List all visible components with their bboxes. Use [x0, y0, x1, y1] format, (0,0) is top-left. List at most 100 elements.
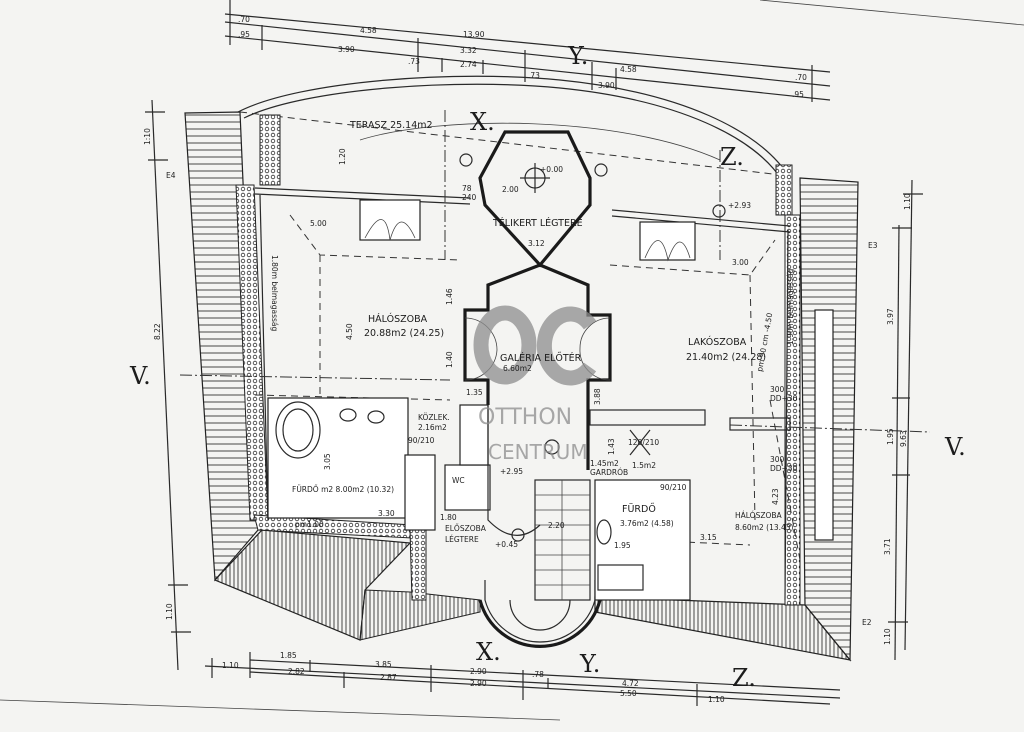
room-bath-1: FÜRDŐ m2 8.00m2 (10.32)	[292, 485, 394, 494]
door-label: 120/210	[628, 438, 659, 447]
wall-right	[784, 214, 801, 606]
room-winter-garden: TÉLIKERT LÉGTERE	[492, 217, 583, 229]
dim: 1.95	[614, 541, 631, 550]
dim: 2.74	[460, 60, 477, 69]
dim: 1.10	[883, 628, 892, 645]
room-wardrobe-name: GARDRÓB	[590, 468, 628, 477]
watermark-logo: OTTHON CENTRUM	[473, 305, 597, 464]
window-label: DD+30	[770, 464, 798, 473]
room-hall-sub: LÉGTERE	[445, 535, 479, 544]
dim: 1.40	[445, 351, 454, 368]
level-marker	[712, 204, 726, 218]
watermark-line2: CENTRUM	[488, 440, 588, 464]
dim: 2.20	[548, 521, 565, 530]
room-wardrobe-area: 1.45m2	[590, 459, 619, 468]
right-dimensions: 1.10 3.97 1.95 9.63 3.71 1.10 E3 E2	[862, 179, 923, 661]
staircase	[478, 479, 602, 648]
room-wardrobe-area-2: 1.5m2	[632, 461, 656, 470]
dim: 3.97	[886, 308, 895, 325]
tile-note: pm1.00	[295, 520, 324, 529]
section-marker-v-left: V.	[129, 362, 151, 390]
dim: 3.00	[732, 258, 749, 267]
room-living-area: 21.40m2 (24.28)	[686, 352, 766, 363]
sink-icon	[339, 408, 357, 422]
dim: .95	[238, 30, 250, 39]
dim: 1.80	[440, 513, 457, 522]
door-label: 90/210	[408, 436, 435, 445]
window-label: 300	[770, 385, 785, 394]
section-marker-v-right: V.	[944, 433, 966, 461]
dim: 2.00	[502, 185, 519, 194]
level-marker	[511, 528, 525, 542]
dim: 2.90	[470, 679, 487, 688]
dim: 1.95	[886, 428, 895, 445]
dim: .70	[795, 73, 807, 82]
window-label: 300	[770, 455, 785, 464]
watermark-logo-o	[473, 305, 537, 385]
level: +0.45	[495, 540, 518, 549]
room-bedroom-2-name: HÁLÓSZOBA	[735, 511, 783, 520]
room-corridor-area: 2.16m2	[418, 423, 447, 432]
dim: 4.50	[345, 323, 354, 340]
dim: 1.35	[466, 388, 483, 397]
section-marker-y: Y.	[567, 42, 588, 70]
grid-mark: E2	[862, 618, 872, 627]
roof-bottom-right	[594, 596, 852, 661]
dim: 3.12	[528, 239, 545, 248]
dim: 5.50	[620, 689, 637, 698]
terrace-outline	[237, 75, 791, 179]
dim: 2.90	[470, 667, 487, 676]
sink-icon	[596, 519, 612, 545]
bathtub-icon	[275, 401, 321, 459]
roof-bottom-mid	[359, 589, 481, 641]
section-marker-z-bottom: Z.	[732, 664, 756, 692]
level: +2.95	[500, 467, 523, 476]
sink-icon	[367, 410, 385, 424]
paper-edge	[0, 699, 561, 721]
room-corridor-name: KÖZLEK.	[418, 413, 450, 422]
dim: 3.30	[378, 509, 395, 518]
wc-room	[404, 454, 436, 531]
room-terrace: TERASZ 25.14m2	[349, 120, 433, 131]
room-bedroom-1-area: 20.88m2 (24.25)	[364, 328, 444, 339]
gallery-wall-right	[539, 263, 612, 470]
wall-chimney-left	[259, 114, 281, 186]
shower-icon	[597, 564, 644, 591]
dim: 3.05	[323, 453, 332, 470]
dim: 3.32	[460, 46, 477, 55]
dim: 240	[462, 193, 477, 202]
section-marker-z: Z.	[720, 143, 744, 171]
bathroom-1	[267, 397, 409, 519]
dim: 3.85	[375, 660, 392, 669]
dim: .73	[408, 57, 420, 66]
dim: 3.90	[598, 81, 615, 90]
dim-total: 13.90	[463, 30, 485, 39]
room-hall-name: ELŐSZOBA	[445, 524, 487, 533]
wc-room-2	[444, 464, 491, 511]
dim: .73	[528, 71, 540, 80]
section-marker-x: X.	[470, 108, 495, 136]
height-note-left: 1.80m belmagasság	[270, 255, 279, 332]
dim: .95	[792, 90, 804, 99]
height-note-right: 1.90m belmagasság	[786, 268, 795, 345]
section-marker-x-bottom: X.	[476, 638, 501, 666]
watermark-line1: OTTHON	[478, 405, 572, 430]
dim: 8.22	[153, 323, 162, 340]
window-bay	[639, 221, 696, 261]
level-marker	[544, 439, 560, 455]
room-bath-2-name: FÜRDŐ	[622, 504, 656, 515]
dim: 4.72	[622, 679, 639, 688]
dim: 2.82	[288, 667, 305, 676]
room-wc: WC	[452, 476, 465, 485]
window-right	[814, 309, 834, 541]
kitchen-counter	[589, 409, 706, 426]
dim: 1.10	[222, 661, 239, 670]
dim: 4.58	[620, 65, 637, 74]
grid-mark: E4	[166, 171, 176, 180]
dim: 2.87	[380, 673, 397, 682]
left-dimensions: 1:10 8.22 1.10 E4	[143, 99, 191, 671]
room-bedroom-1-name: HÁLÓSZOBA	[368, 313, 428, 325]
dim: 3.90	[338, 45, 355, 54]
room-gallery-name: GALÉRIA ELŐTÉR	[500, 352, 582, 364]
